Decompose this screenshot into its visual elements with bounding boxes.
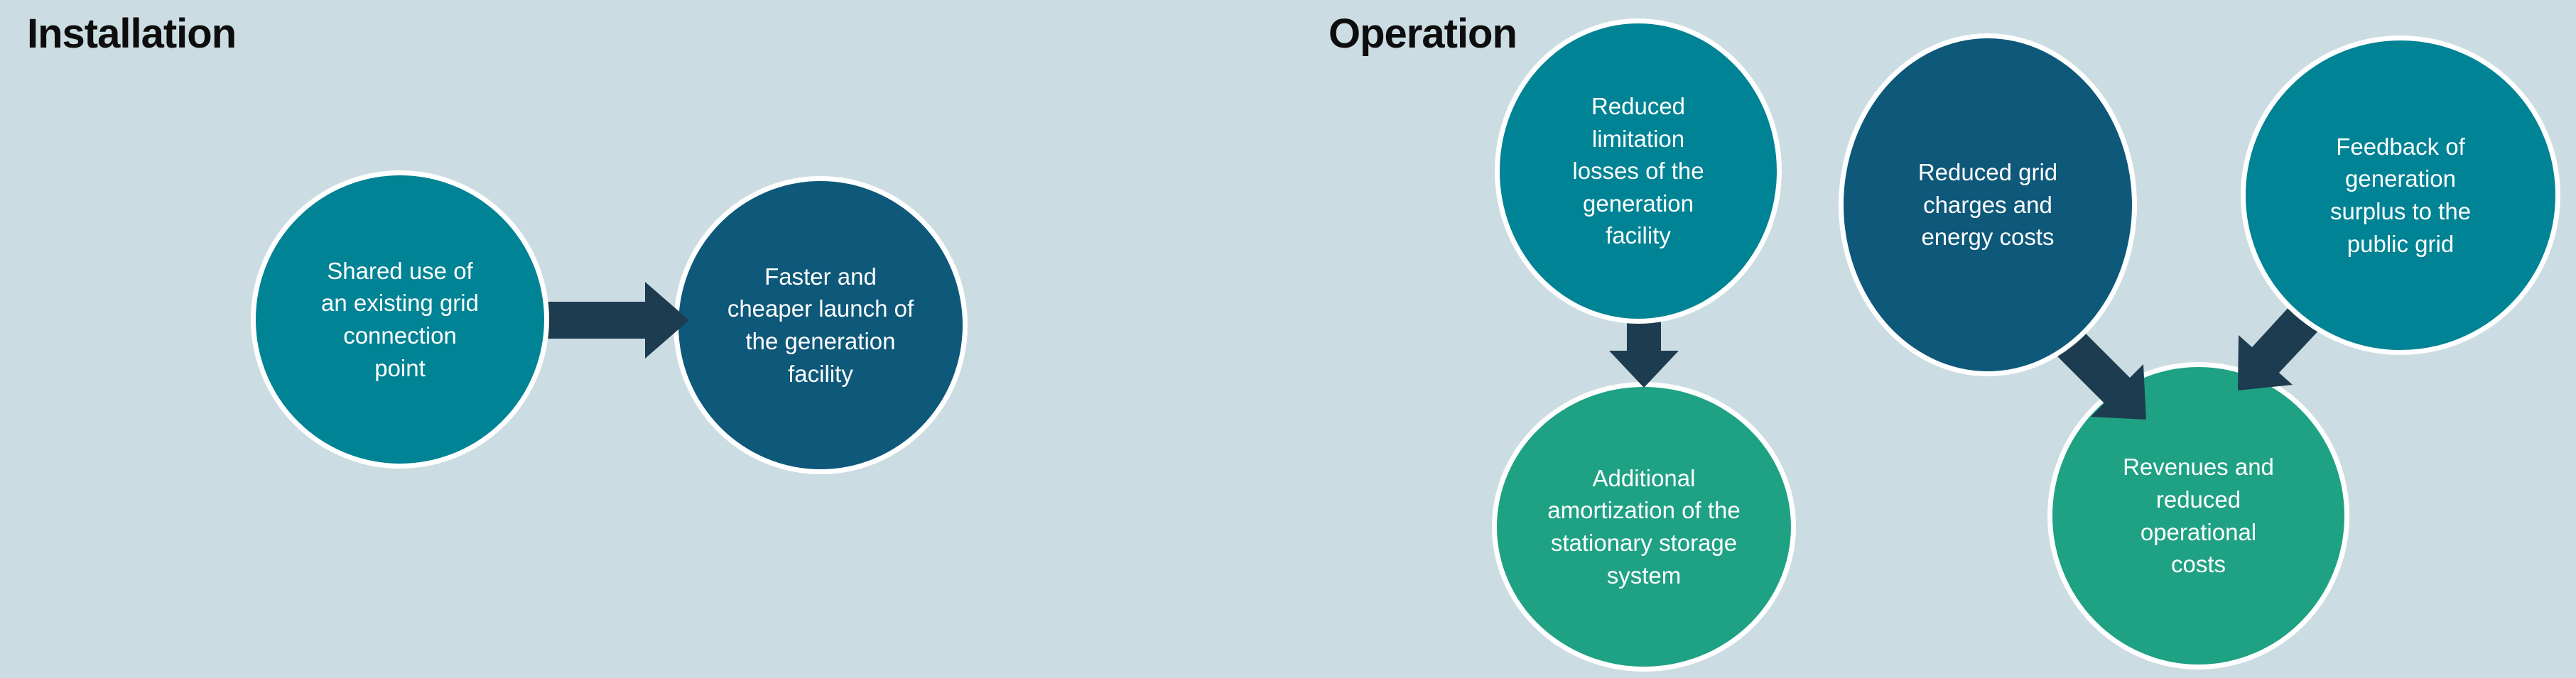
node-shared-use: Shared use of an existing grid connectio… [251, 170, 549, 469]
node-feedback-surplus: Feedback of generation surplus to the pu… [2241, 35, 2560, 355]
node-reduced-grid-charges-label: Reduced grid charges and energy costs [1917, 159, 2058, 251]
node-faster-cheaper-launch: Faster and cheaper launch of the generat… [673, 176, 968, 474]
operation-section-title: Operation [1328, 11, 1517, 57]
node-faster-cheaper-launch-label: Faster and cheaper launch of the generat… [727, 263, 914, 387]
node-reduced-grid-charges: Reduced grid charges and energy costs [1839, 33, 2137, 376]
node-feedback-surplus-label: Feedback of generation surplus to the pu… [2329, 133, 2472, 257]
node-additional-amortization: Additional amortization of the stationar… [1492, 382, 1796, 672]
node-revenues-reduced-costs: Revenues and reduced operational costs [2047, 362, 2349, 669]
node-additional-amortization-label: Additional amortization of the stationar… [1547, 464, 1741, 589]
arrow-right-icon [546, 282, 689, 359]
node-revenues-reduced-costs-label: Revenues and reduced operational costs [2123, 454, 2274, 578]
node-shared-use-label: Shared use of an existing grid connectio… [321, 257, 479, 381]
node-reduced-limitation-losses: Reduced limitation losses of the generat… [1495, 18, 1782, 324]
installation-section-title: Installation [27, 11, 237, 57]
node-reduced-limitation-losses-label: Reduced limitation losses of the generat… [1572, 93, 1704, 249]
arrow-down-icon [1609, 316, 1679, 388]
